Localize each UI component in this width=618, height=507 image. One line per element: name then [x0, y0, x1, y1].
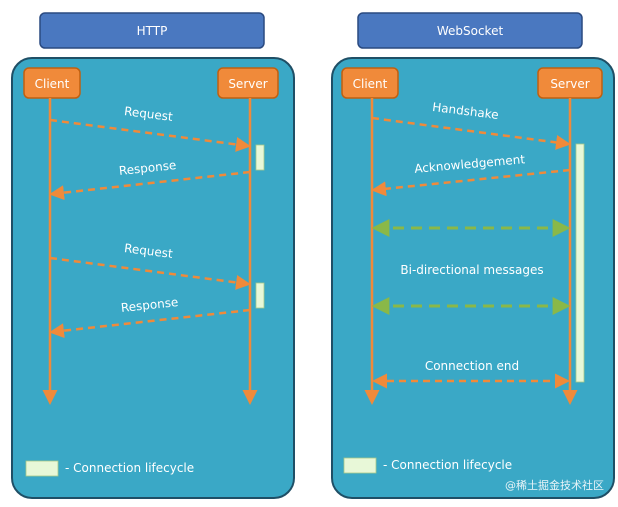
websocket-client-box — [341, 67, 399, 99]
http-response-arrow-2 — [49, 308, 251, 339]
http-client-box — [23, 67, 81, 99]
http-lifecycle-bar-2 — [255, 282, 265, 309]
http-title-box — [39, 12, 265, 49]
http-response-label-1: Response — [118, 158, 177, 178]
http-legend-swatch — [25, 460, 59, 477]
http-request-label-2: Request — [123, 241, 173, 261]
http-legend-text: - Connection lifecycle — [65, 461, 194, 475]
websocket-connection-end-label: Connection end — [425, 359, 519, 373]
http-request-arrow-1 — [49, 118, 251, 152]
http-panel — [11, 57, 295, 499]
websocket-handshake-arrow — [371, 116, 571, 150]
http-response-label-2: Response — [120, 295, 179, 315]
http-request-label-1: Request — [123, 104, 173, 124]
websocket-lifecycle-bar — [575, 143, 585, 383]
websocket-title-box — [357, 12, 583, 49]
websocket-title: WebSocket — [437, 24, 504, 38]
websocket-legend-text: - Connection lifecycle — [383, 458, 512, 472]
http-request-arrow-2 — [49, 256, 251, 290]
http-response-arrow-1 — [49, 170, 251, 201]
websocket-panel-group: WebSocket Client Server Handshake Acknow… — [331, 12, 615, 499]
websocket-panel — [331, 57, 615, 499]
http-panel-group: HTTP Client Server Request Response Requ… — [11, 12, 295, 499]
http-client-label: Client — [35, 77, 70, 91]
websocket-server-label: Server — [550, 77, 589, 91]
http-server-box — [217, 67, 279, 99]
http-lifecycle-bar-1 — [255, 144, 265, 171]
websocket-legend-swatch — [343, 457, 377, 474]
http-server-label: Server — [228, 77, 267, 91]
watermark: @稀土掘金技术社区 — [505, 478, 604, 492]
websocket-bidirectional-label: Bi-directional messages — [400, 263, 543, 277]
websocket-ack-arrow — [371, 168, 571, 197]
http-title: HTTP — [137, 24, 168, 38]
websocket-client-label: Client — [353, 77, 388, 91]
